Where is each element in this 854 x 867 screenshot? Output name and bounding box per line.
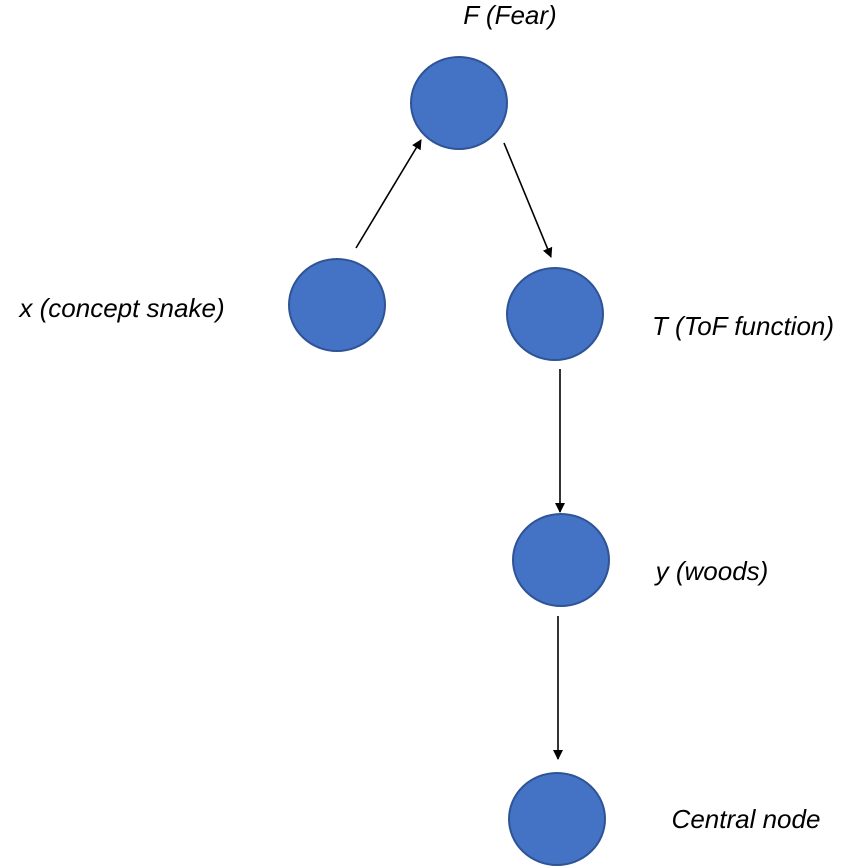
node-snake-label: x (concept snake) (17, 293, 224, 323)
node-woods: y (woods) (512, 513, 769, 607)
node-tof-label: T (ToF function) (652, 311, 834, 341)
node-fear-circle (410, 56, 508, 150)
node-snake: x (concept snake) (17, 258, 386, 352)
edge-snake-to-fear (355, 139, 422, 249)
node-central-circle (508, 772, 606, 866)
node-fear: F (Fear) (410, 0, 557, 150)
edges-group (355, 139, 565, 760)
edge-fear-to-tof (503, 142, 553, 258)
node-tof-circle (506, 267, 604, 361)
nodes-group: F (Fear) x (concept snake) T (ToF functi… (17, 0, 834, 866)
node-woods-label: y (woods) (654, 556, 769, 586)
node-tof: T (ToF function) (506, 267, 834, 361)
node-woods-circle (512, 513, 610, 607)
node-central: Central node (508, 772, 821, 866)
node-central-label: Central node (672, 804, 821, 834)
node-snake-circle (288, 258, 386, 352)
node-fear-label: F (Fear) (463, 0, 556, 30)
